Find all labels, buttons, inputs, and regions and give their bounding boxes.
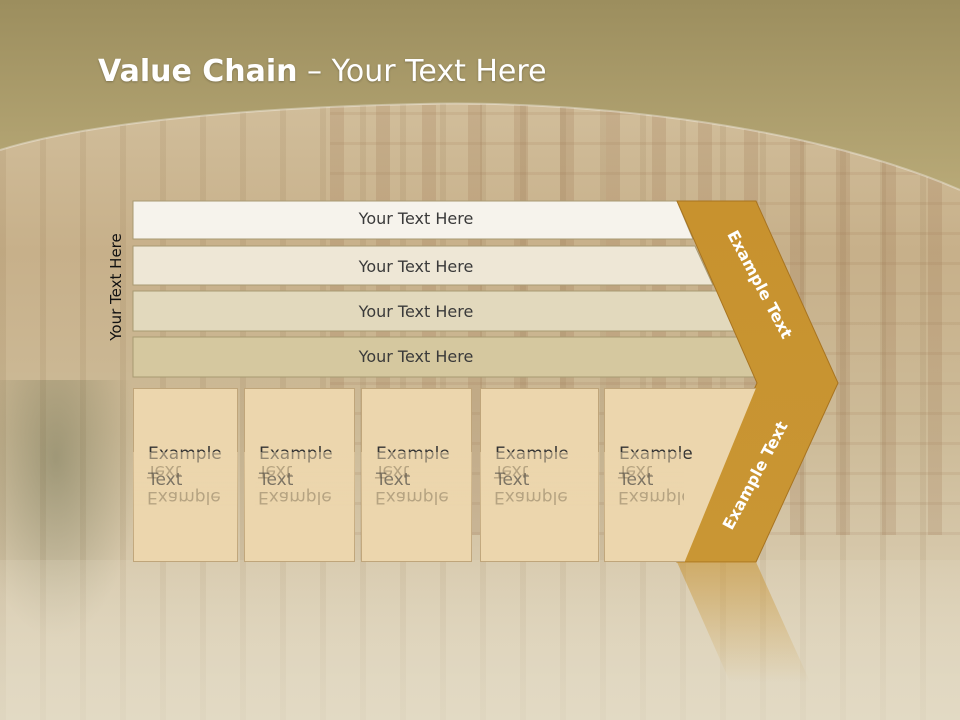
reflection-5-line2: Text xyxy=(618,461,653,481)
background-fade xyxy=(0,560,960,720)
support-row-1-label: Your Text Here xyxy=(358,209,474,228)
support-row-3-label: Your Text Here xyxy=(358,302,474,321)
primary-activity-4-reflection: Example Text xyxy=(480,452,599,562)
reflection-2-line2: Text xyxy=(258,461,293,481)
support-row: Your Text Here xyxy=(132,245,714,286)
slide-title: Value Chain – Your Text Here xyxy=(98,54,547,89)
reflection-5-line1: Example xyxy=(618,487,684,507)
title-bold: Value Chain xyxy=(98,54,298,89)
primary-activity-5-reflection: Example Text xyxy=(604,452,684,562)
reflection-4-line1: Example xyxy=(494,487,568,507)
reflection-3-line2: Text xyxy=(375,461,410,481)
reflection-2-line1: Example xyxy=(258,487,332,507)
header-band xyxy=(0,0,960,191)
support-row: Your Text Here xyxy=(132,200,694,240)
support-row: Your Text Here xyxy=(132,290,738,332)
support-row-2-label: Your Text Here xyxy=(358,257,474,276)
reflection-3-line1: Example xyxy=(375,487,449,507)
margin-chevron-reflection xyxy=(677,562,810,682)
support-row-1 xyxy=(132,200,694,240)
reflection-4-line2: Text xyxy=(494,461,529,481)
reflection-1-line1: Example xyxy=(147,487,221,507)
support-row: Your Text Here xyxy=(132,336,763,378)
title-rest: – Your Text Here xyxy=(297,54,547,89)
primary-activity-2-reflection: Example Text xyxy=(244,452,355,562)
primary-activity-1-reflection: Example Text xyxy=(133,452,238,562)
reflection-1-line2: Text xyxy=(147,461,182,481)
support-row-2 xyxy=(132,245,714,286)
primary-activity-3-reflection: Example Text xyxy=(361,452,472,562)
support-row-4-label: Your Text Here xyxy=(358,347,474,366)
